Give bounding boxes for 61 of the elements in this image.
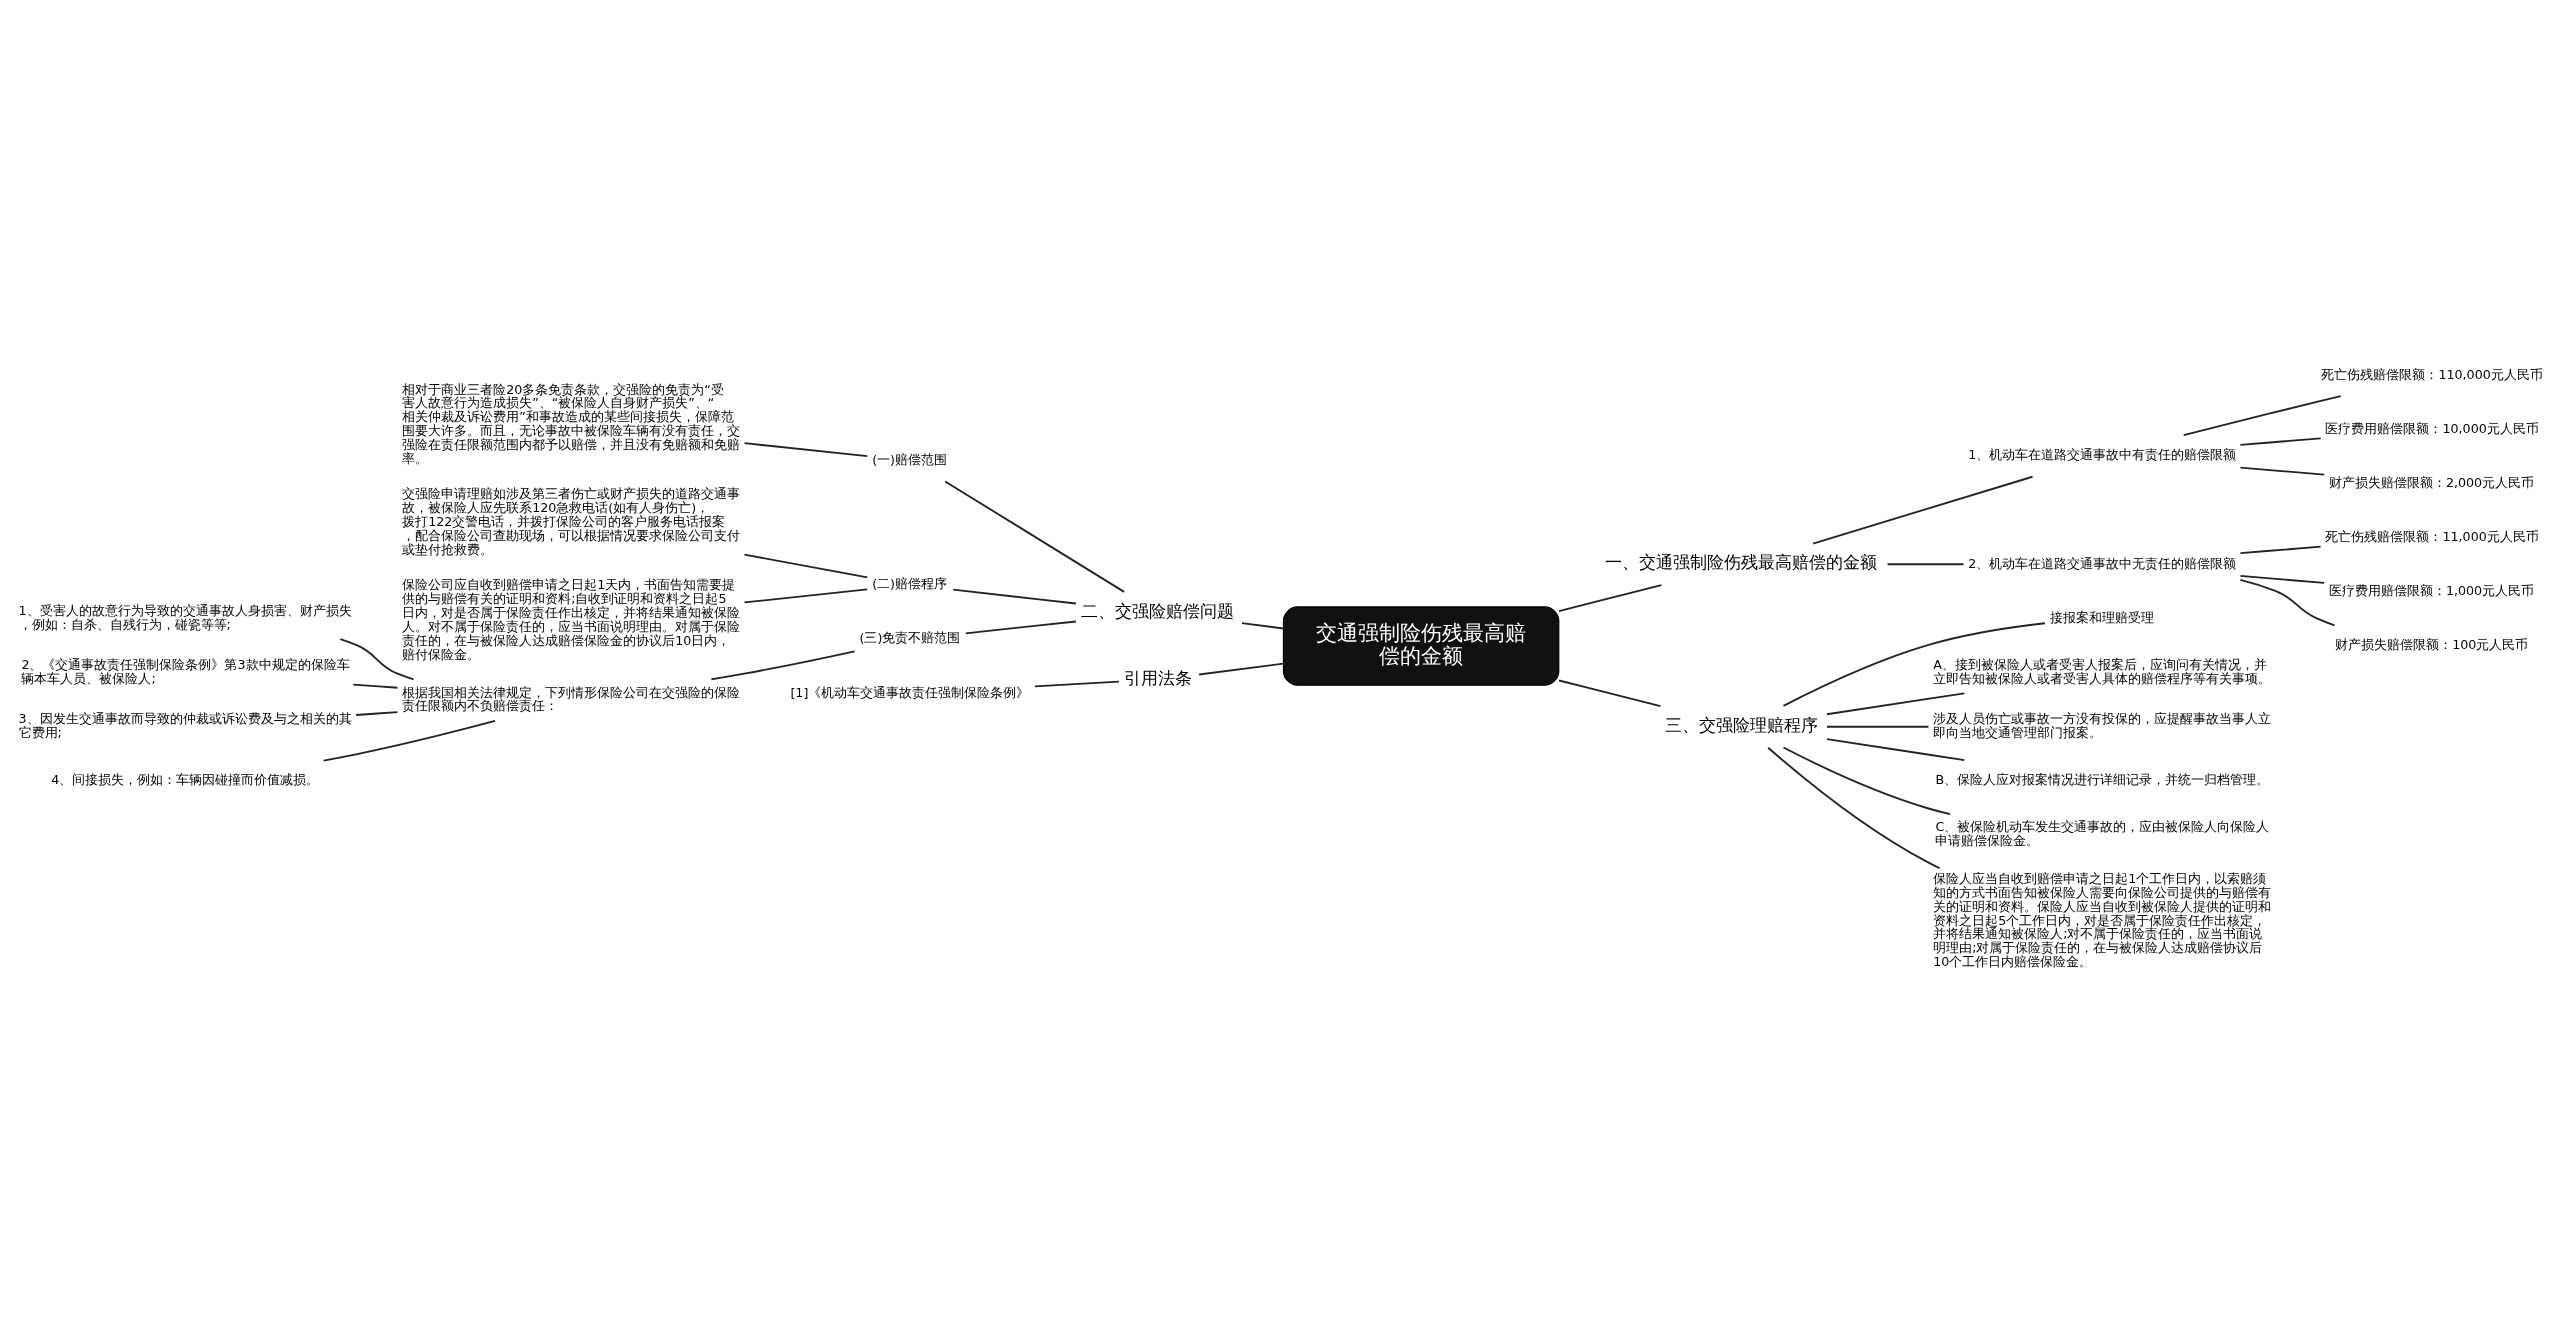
connector — [339, 637, 415, 680]
node-text: (三)免责不赔范围 — [859, 629, 961, 645]
node-text: 涉及人员伤亡或事故一方没有投保的，应提醒事故当事人立即向当地交通管理部门报案。 — [1933, 710, 2272, 740]
connector — [1782, 621, 2046, 707]
connector — [1826, 737, 1966, 761]
node-text: (二)赔偿程序 — [872, 575, 948, 591]
node-text: 保险公司应自收到赔偿申请之日起1天内，书面告知需要提供的与赔偿有关的证明和资料;自收到证明和资料之日起5日内，对是否属于保险责任作出核定，并将结果通知被保险人。对不属于保险责任的，应当书面说明理由。对属于保险责任的，在与被保险人达成赔偿保险金的协议后10日内，赔付保险金。 — [402, 576, 741, 662]
connector — [2239, 545, 2322, 554]
node-text: 医疗费用赔偿限额：1,000元人民币 — [2328, 582, 2535, 598]
connector — [710, 649, 856, 680]
connector — [743, 588, 869, 603]
node-text: A、接到被保险人或者受害人报案后，应询问有关情况，并立即告知被保险人或者受害人具体的赔偿程序等有关事项。 — [1933, 656, 2272, 686]
node-text: 三、交强险理赔程序 — [1665, 714, 1819, 735]
connector — [2239, 466, 2326, 476]
node-text: 保险人应当自收到赔偿申请之日起1个工作日内，以索赔须知的方式书面告知被保险人需要向保险公司提供的与赔偿有关的证明和资料。保险人应当自收到被保险人提供的证明和资料之日起5个工作日内，对是否属于保险责任作出核定，并将结果通知被保险人;对不属于保险责任的，应当书面说明理由;对属于保险责任的，在与被保险人达成赔偿协议后10个工作日内赔偿保险金。 — [1933, 870, 2272, 969]
connector — [2239, 578, 2336, 626]
node-text: 死亡伤残赔偿限额：11,000元人民币 — [2325, 528, 2539, 544]
node-text: 死亡伤残赔偿限额：110,000元人民币 — [2321, 366, 2543, 382]
connector — [1826, 725, 1930, 728]
node-text: 根据我国相关法律规定，下列情形保险公司在交强险的保险责任限额内不负赔偿责任： — [402, 684, 741, 713]
node-text: 交强险申请理赔如涉及第三者伤亡或财产损失的道路交通事故，被保险人应先联系120急救电话(如有人身伤亡)，拨打122交警电话，并拨打保险公司的客户服务电话报案，配合保险公司查勘现场，可以根据情况要求保险公司支付或垫付抢救费。 — [402, 485, 741, 557]
node-text: C、被保险机动车发生交通事故的，应由被保险人向保险人申请赔偿保险金。 — [1935, 818, 2270, 848]
connector — [1886, 562, 1965, 565]
connector — [743, 553, 869, 578]
connector — [1767, 746, 1941, 869]
node-text: 财产损失赔偿限额：2,000元人民币 — [2328, 474, 2535, 490]
node-text: 3、因发生交通事故而导致的仲裁或诉讼费及与之相关的其它费用; — [18, 710, 352, 740]
connector — [355, 710, 399, 716]
node-text: 接报案和理赔受理 — [2049, 609, 2154, 625]
node-text: 2、机动车在道路交通事故中无责任的赔偿限额 — [1968, 555, 2237, 570]
node-text: 1、受害人的故意行为导致的交通事故人身损害、财产损失，例如：自杀、自残行为，碰瓷等等; — [18, 602, 352, 632]
connector — [944, 480, 1126, 593]
connector — [1558, 583, 1663, 612]
node-text: [1]《机动车交通事故责任强制保险条例》 — [790, 684, 1030, 700]
node-text: 一、交通强制险伤残最高赔偿的金额 — [1604, 551, 1877, 572]
connector — [322, 719, 496, 761]
node-text: 财产损失赔偿限额：100元人民币 — [2335, 636, 2529, 652]
node-text: 二、交强险赔偿问题 — [1080, 600, 1234, 621]
node-text: 医疗费用赔偿限额：10,000元人民币 — [2325, 420, 2539, 436]
node-text: (一)赔偿范围 — [872, 451, 948, 467]
connector — [1241, 621, 1285, 629]
connector — [1034, 680, 1120, 687]
connector — [743, 441, 869, 457]
node-text: B、保险人应对报案情况进行详细记录，并统一归档管理。 — [1935, 771, 2270, 787]
node-text: 4、间接损失，例如：车辆因碰撞而价值减损。 — [51, 771, 320, 787]
node-text: 引用法条 — [1123, 667, 1192, 688]
connector — [1826, 691, 1966, 715]
node-text: 相对于商业三者险20多条免责条款，交强险的免责为“受害人故意行为造成损失”、“被保险人自身财产损失”、“相关仲裁及诉讼费用”和事故造成的某些间接损失，保障范围要大许多。而且，无论事故中被保险车辆有没有责任，交强险在责任限额范围内都予以赔偿，并且没有免赔额和免赔率。 — [402, 381, 741, 466]
connector — [952, 588, 1077, 604]
connector — [2182, 394, 2342, 436]
node-text: 1、机动车在道路交通事故中有责任的赔偿限额 — [1968, 446, 2237, 462]
connector — [1782, 746, 1951, 815]
connector — [1558, 679, 1662, 707]
connector — [1198, 662, 1284, 675]
node-text: 2、《交通事故责任强制保险条例》第3款中规定的保险车辆本车人员、被保险人; — [21, 656, 350, 686]
connector — [964, 620, 1077, 634]
connector — [1812, 475, 2034, 544]
node-box: 交通强制险伤残最高赔偿的金额 — [1282, 605, 1560, 686]
connector — [2239, 436, 2322, 446]
connector — [2239, 574, 2326, 584]
connector — [352, 683, 399, 689]
